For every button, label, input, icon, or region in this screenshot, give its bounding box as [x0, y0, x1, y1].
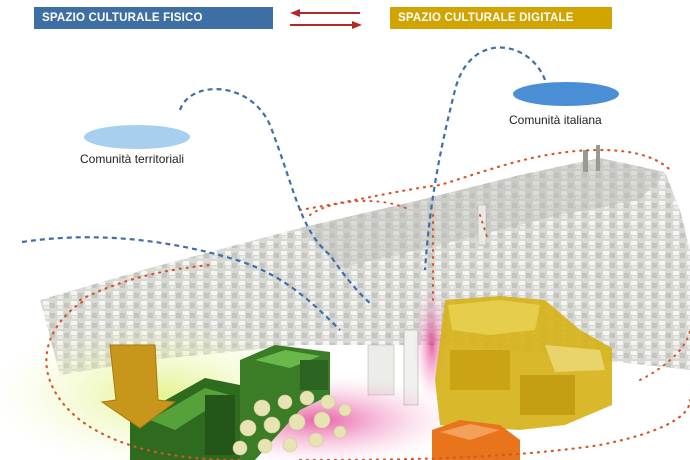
community-italian-ellipse — [513, 82, 619, 106]
dotted-boundary-inner — [309, 200, 690, 381]
dashed-flows — [21, 46, 547, 331]
dotted-column — [432, 214, 489, 301]
digital-space-label: SPAZIO CULTURALE DIGITALE — [390, 7, 612, 29]
community-italian-label: Comunità italiana — [509, 113, 602, 127]
down-arrow-icon — [100, 344, 177, 429]
community-territorial-label: Comunità territoriali — [80, 152, 185, 166]
yellow-cluster — [435, 296, 612, 430]
physical-space-label: SPAZIO CULTURALE FISICO — [34, 7, 273, 29]
double-arrow-icon — [290, 9, 362, 29]
trees — [232, 390, 352, 456]
community-territorial-ellipse — [84, 125, 190, 149]
orange-cluster — [432, 420, 520, 460]
green-cluster — [130, 345, 330, 460]
